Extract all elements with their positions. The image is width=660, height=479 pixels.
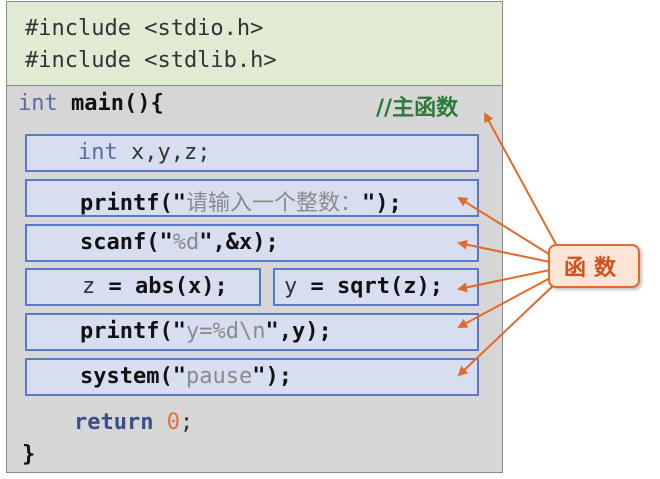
sqrt-lhs: y bbox=[284, 274, 311, 299]
printf2-statement: printf("y=%d\n",y); bbox=[80, 319, 332, 344]
scanf-open: (" bbox=[146, 230, 173, 255]
main-comment: //主函数 bbox=[376, 96, 459, 121]
stmt-box-decl bbox=[25, 134, 479, 172]
scanf-fn: scanf bbox=[80, 230, 147, 255]
abs-lhs: z bbox=[82, 274, 109, 299]
stmt-box-printf2 bbox=[25, 313, 479, 351]
arrow-to-system bbox=[457, 282, 557, 377]
abs-statement: z = abs(x); bbox=[82, 274, 228, 299]
scanf-statement: scanf("%d",&x); bbox=[80, 230, 279, 255]
include-stdlib: #include <stdlib.h> bbox=[25, 48, 277, 73]
decl-type: int bbox=[78, 140, 118, 165]
arrow-to-main bbox=[484, 112, 559, 249]
return-semicolon: ; bbox=[179, 410, 194, 435]
include-stdio: #include <stdio.h> bbox=[25, 16, 264, 41]
stmt-box-sqrt bbox=[273, 268, 479, 306]
printf2-fn: printf bbox=[80, 319, 160, 344]
abs-fn: abs bbox=[135, 274, 175, 299]
scanf-string: %d bbox=[172, 230, 200, 255]
decl-vars: x,y,z; bbox=[117, 140, 211, 165]
stmt-box-scanf bbox=[25, 224, 479, 262]
main-parens: (){ bbox=[123, 91, 164, 116]
printf1-open: (" bbox=[159, 191, 186, 216]
system-statement: system("pause"); bbox=[80, 364, 292, 389]
printf1-close: "); bbox=[362, 191, 402, 216]
arrow-to-scanf bbox=[457, 239, 551, 263]
stmt-box-abs bbox=[25, 268, 261, 306]
printf2-string: y=%d\n bbox=[185, 319, 266, 344]
main-name: main bbox=[71, 91, 124, 116]
include-block: #include <stdio.h> #include <stdlib.h> bbox=[6, 1, 503, 86]
sqrt-args: (z); bbox=[389, 274, 443, 299]
return-value: 0 bbox=[166, 410, 180, 435]
system-fn: system bbox=[80, 364, 160, 389]
decl-statement: int x,y,z; bbox=[78, 140, 210, 165]
stmt-box-printf1 bbox=[25, 179, 479, 217]
printf1-statement: printf("请输入一个整数："); bbox=[80, 185, 402, 217]
sqrt-op: = bbox=[310, 274, 337, 299]
arrow-to-sqrt bbox=[457, 269, 551, 293]
abs-op: = bbox=[108, 274, 135, 299]
main-signature: int main(){ bbox=[18, 91, 164, 116]
system-open: (" bbox=[159, 364, 186, 389]
abs-args: (x); bbox=[174, 274, 228, 299]
return-keyword: return bbox=[74, 410, 154, 435]
stmt-box-system bbox=[25, 358, 479, 396]
sqrt-fn: sqrt bbox=[337, 274, 390, 299]
function-callout: 函数 bbox=[548, 244, 640, 288]
arrow-to-printf1 bbox=[457, 196, 553, 257]
scanf-close: ",&x); bbox=[199, 230, 279, 255]
printf1-fn: printf bbox=[80, 191, 160, 216]
arrow-to-printf2 bbox=[457, 276, 553, 328]
system-string: pause bbox=[185, 364, 253, 389]
printf2-open: (" bbox=[159, 319, 186, 344]
sqrt-statement: y = sqrt(z); bbox=[284, 274, 443, 299]
closing-brace: } bbox=[22, 442, 36, 467]
int-keyword: int bbox=[18, 91, 58, 116]
printf2-close: ",y); bbox=[265, 319, 332, 344]
printf1-string: 请输入一个整数： bbox=[185, 191, 362, 216]
return-statement: return 0; bbox=[74, 410, 193, 435]
system-close: "); bbox=[252, 364, 292, 389]
callout-label: 函数 bbox=[563, 256, 624, 281]
